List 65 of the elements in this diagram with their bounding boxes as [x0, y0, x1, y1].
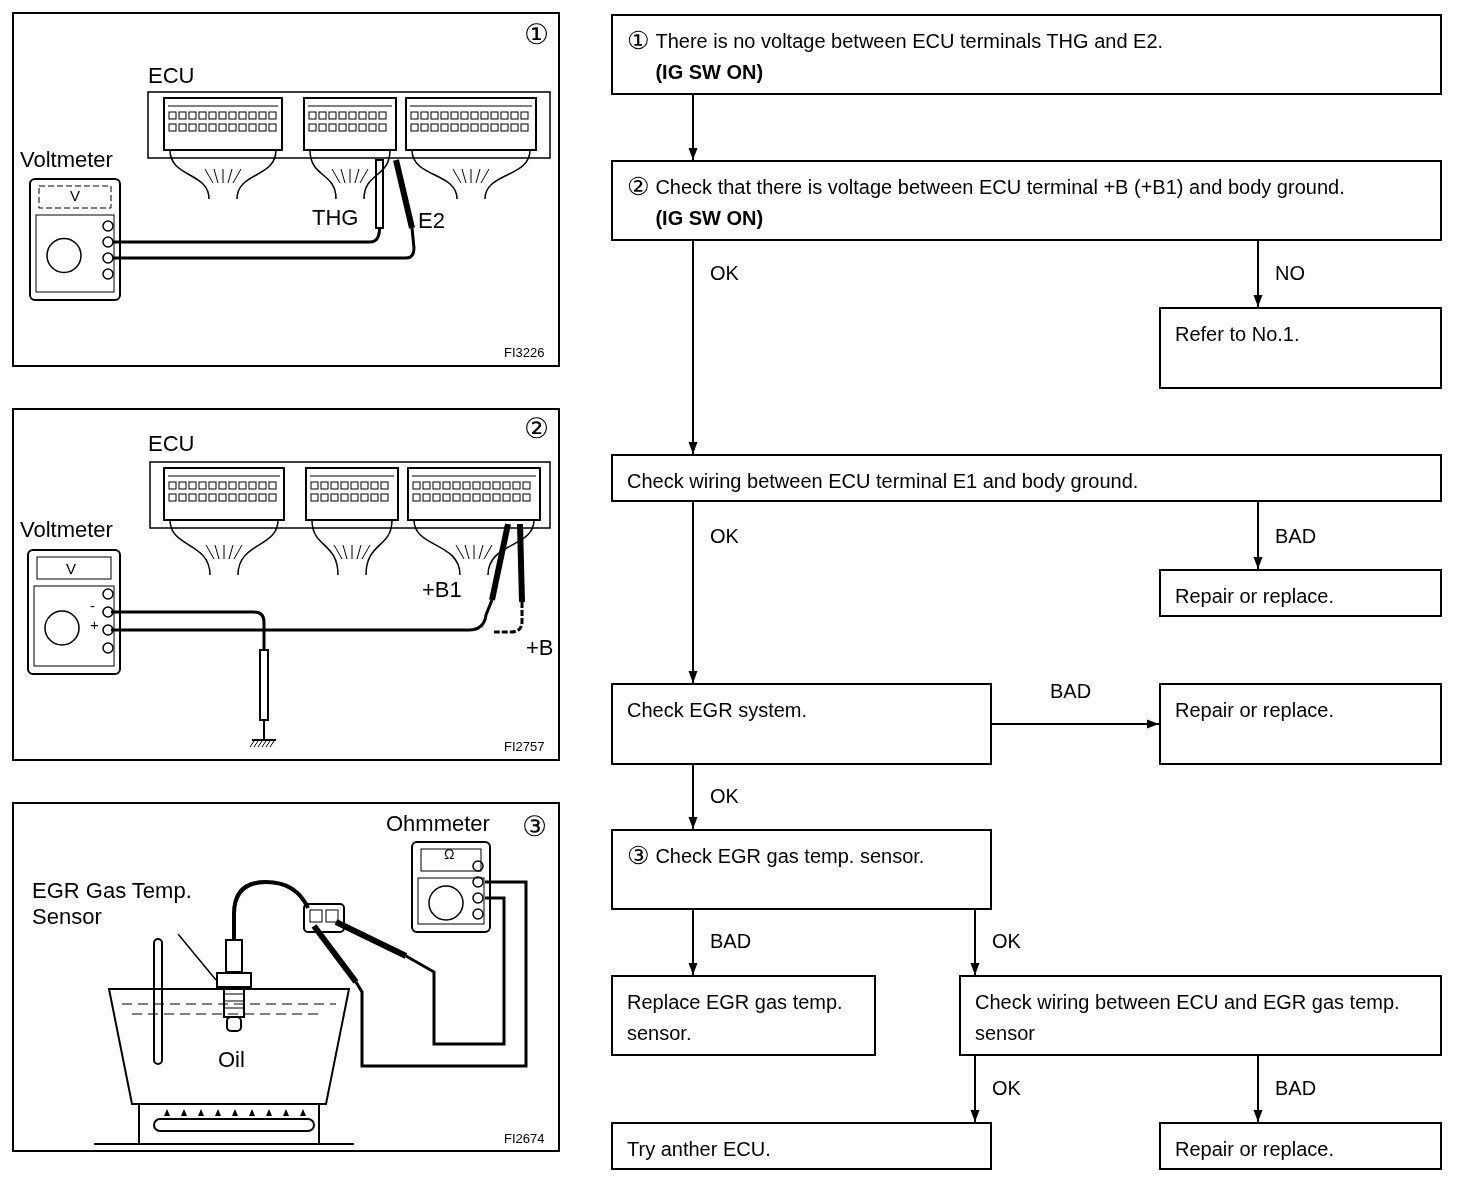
arrow: [1253, 1055, 1263, 1123]
figure-panel: [12, 802, 560, 1152]
arrow: [688, 240, 698, 455]
process-box: [611, 454, 1442, 502]
arrow: [991, 719, 1160, 729]
instruction-text: Refer to No.1.: [1175, 322, 1300, 347]
process-box: [611, 829, 992, 910]
process-box: [611, 160, 1442, 241]
terminal-label: E2: [418, 209, 445, 234]
instruction-text: Check EGR system.: [627, 698, 808, 723]
terminal-label: THG: [312, 206, 359, 231]
process-box: [1159, 1122, 1442, 1170]
process-box: [611, 683, 992, 765]
instruction-text: Replace EGR gas temp. sensor.: [627, 990, 844, 1046]
arrow: [688, 764, 698, 830]
figure-panel: [12, 408, 560, 761]
unit-label: Ω: [444, 847, 455, 863]
process-box: [611, 975, 876, 1056]
unit-label: V: [66, 561, 76, 578]
step-number: ③: [627, 841, 650, 871]
arrow: [688, 501, 698, 684]
part-label: Ohmmeter: [386, 812, 490, 837]
polarity-label: -: [90, 598, 95, 615]
part-label: ECU: [148, 64, 195, 89]
arrow: [1253, 501, 1263, 570]
figure-code: FI2674: [504, 1132, 545, 1147]
instruction-text: Repair or replace.: [1175, 584, 1334, 609]
figure-code: FI3226: [504, 346, 545, 361]
process-box: [611, 14, 1442, 95]
figure-code: FI2757: [504, 740, 545, 755]
arrow: [688, 909, 698, 976]
instruction-text: Check wiring between ECU terminal E1 and body ground.: [627, 469, 1139, 494]
process-box: [959, 975, 1442, 1056]
step-number: ②: [627, 172, 650, 202]
process-box: [1159, 569, 1442, 617]
arrow: [970, 909, 980, 976]
part-label: Voltmeter: [20, 148, 113, 173]
terminal-label: +B: [526, 636, 554, 661]
step-number: ②: [524, 414, 550, 445]
process-box: [611, 1122, 992, 1170]
step-number: ③: [522, 812, 548, 843]
step-number: ①: [627, 26, 650, 56]
instruction-text: Try anther ECU.: [627, 1137, 771, 1162]
unit-label: V: [70, 188, 80, 205]
part-label: Oil: [218, 1048, 245, 1073]
arrow: [970, 1055, 980, 1123]
instruction-text: There is no voltage between ECU terminals THG and E2. (IG SW ON): [655, 29, 1164, 85]
instruction-text: Check EGR gas temp. sensor.: [655, 844, 925, 869]
arrow: [1253, 240, 1263, 308]
figure-panel: [12, 12, 560, 367]
part-label: EGR Gas Temp. Sensor: [32, 878, 227, 934]
arrow: [688, 94, 698, 161]
process-box: [1159, 307, 1442, 389]
sensor-drawing: [216, 972, 252, 1032]
leader-line: [177, 933, 217, 981]
instruction-text: Repair or replace.: [1175, 698, 1334, 723]
part-label: Voltmeter: [20, 518, 113, 543]
instruction-text: Check that there is voltage between ECU terminal +B (+B1) and body ground. (IG SW ON): [655, 175, 1346, 231]
step-number: ①: [524, 20, 550, 51]
part-label: ECU: [148, 432, 195, 457]
instruction-text: Repair or replace.: [1175, 1137, 1334, 1162]
terminal-label: +B1: [422, 578, 462, 603]
instruction-text: Check wiring between ECU and EGR gas temp. sensor: [975, 990, 1401, 1046]
polarity-label: +: [90, 617, 99, 634]
process-box: [1159, 683, 1442, 765]
